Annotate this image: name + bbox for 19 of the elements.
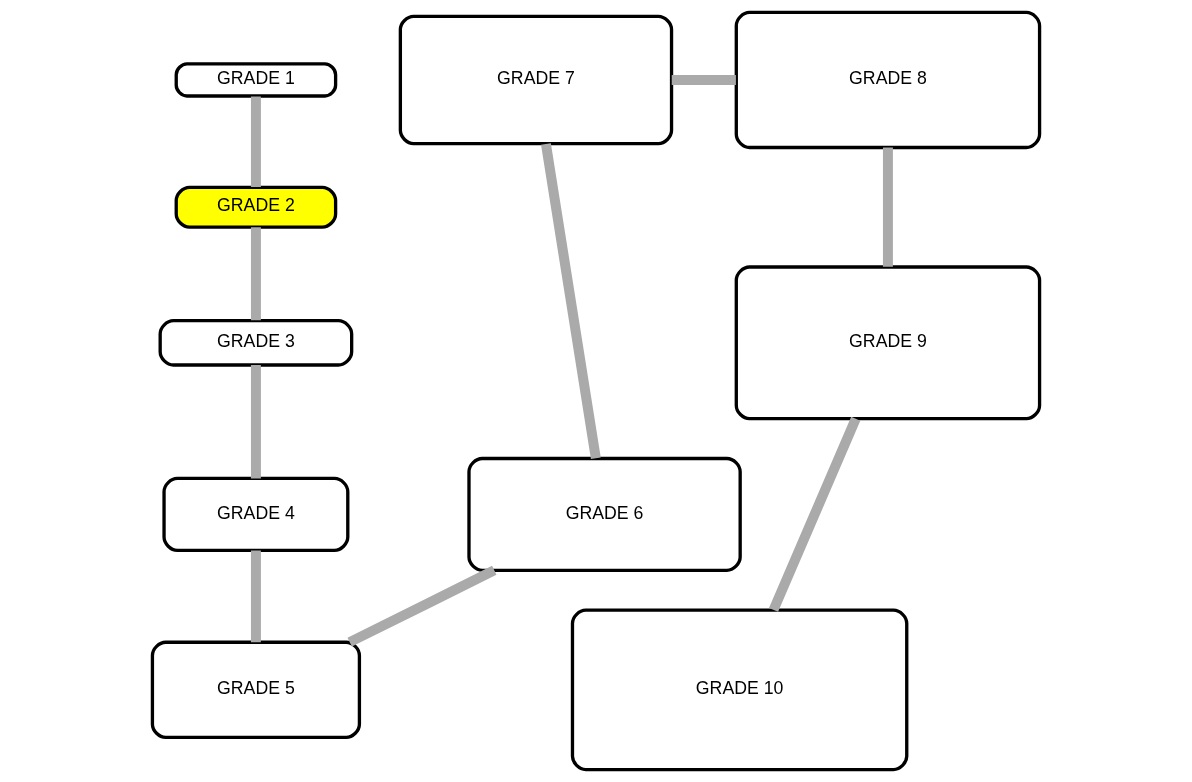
node-box: GRADE 10 [570, 608, 909, 772]
connector [250, 227, 261, 321]
connector [671, 75, 736, 85]
node-box: GRADE 3 [158, 319, 354, 367]
connector [882, 147, 893, 267]
node-box: GRADE 8 [734, 10, 1042, 150]
connector [768, 416, 861, 612]
connector [250, 550, 261, 643]
connector [250, 365, 261, 479]
connector [347, 565, 497, 647]
node-box: GRADE 4 [162, 476, 350, 553]
node-box: GRADE 1 [174, 62, 338, 98]
node-box: GRADE 6 [467, 456, 742, 572]
node-box: GRADE 7 [398, 14, 674, 146]
node-box: GRADE 9 [734, 265, 1042, 421]
node-box: GRADE 5 [150, 640, 362, 740]
node-box: GRADE 2 [174, 185, 338, 229]
connector [541, 143, 601, 460]
connector [250, 96, 261, 187]
